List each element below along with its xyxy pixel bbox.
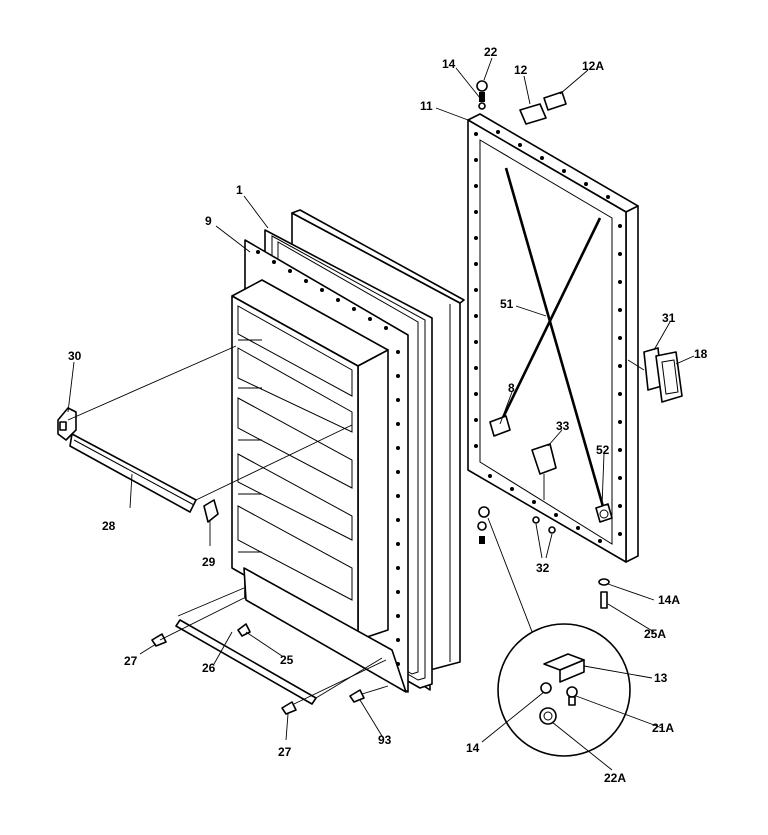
cross-brace-wires xyxy=(494,167,606,511)
callout-22: 22 xyxy=(484,45,498,59)
detail-circle xyxy=(497,623,631,757)
hinge-33 xyxy=(531,443,557,500)
callout-30: 30 xyxy=(68,349,82,363)
washer-14A xyxy=(598,578,610,586)
callout-52: 52 xyxy=(596,443,610,457)
screw-27-upper xyxy=(151,633,167,647)
callout-14-top: 14 xyxy=(442,57,456,71)
hinge-plate-12A xyxy=(543,91,567,111)
callout-25: 25 xyxy=(280,653,294,667)
callout-14-detail: 14 xyxy=(466,741,480,755)
callout-21A: 21A xyxy=(652,721,674,735)
hinge-plate-12 xyxy=(519,103,547,125)
screw-93 xyxy=(349,689,365,703)
door-shelf-module xyxy=(231,279,389,641)
callout-18: 18 xyxy=(694,347,708,361)
bracket-8 xyxy=(489,415,511,437)
callout-26: 26 xyxy=(202,661,216,675)
bracket-52 xyxy=(595,503,613,523)
hinge-pin-22A xyxy=(539,707,557,725)
callout-14A: 14A xyxy=(658,593,680,607)
callout-9: 9 xyxy=(205,214,212,228)
lower-trim-bar xyxy=(175,619,317,705)
callout-12A: 12A xyxy=(582,59,604,73)
callout-labels: 1 9 30 28 29 27 26 25 27 93 14 22 12 12A… xyxy=(68,45,708,785)
screw-21A xyxy=(566,686,578,706)
callout-33: 33 xyxy=(556,419,570,433)
handle-18 xyxy=(655,351,683,403)
callout-27-lower: 27 xyxy=(278,745,292,759)
callout-29: 29 xyxy=(202,555,216,569)
outer-door-11 xyxy=(467,113,639,563)
callout-12: 12 xyxy=(514,63,528,77)
callout-93: 93 xyxy=(378,733,392,747)
callout-28: 28 xyxy=(102,519,116,533)
screw-25A xyxy=(600,591,608,609)
washer-14 xyxy=(478,102,486,110)
callout-27-upper: 27 xyxy=(124,654,138,668)
screw-25 xyxy=(237,623,251,637)
lower-hinge-parts xyxy=(477,506,490,544)
callout-32: 32 xyxy=(536,561,550,575)
hinge-pin-22 xyxy=(476,80,488,102)
hinge-bracket-13 xyxy=(543,653,585,683)
screws-32 xyxy=(532,516,556,559)
lower-door-panel xyxy=(243,567,407,693)
callout-22A: 22A xyxy=(604,771,626,785)
callout-25A: 25A xyxy=(644,627,666,641)
callout-1: 1 xyxy=(236,183,243,197)
callout-51: 51 xyxy=(500,297,514,311)
callout-8: 8 xyxy=(508,381,515,395)
callout-leaders xyxy=(67,57,695,771)
callout-13: 13 xyxy=(654,671,668,685)
callout-31: 31 xyxy=(662,311,676,325)
screw-27-lower xyxy=(281,701,297,715)
shelf-bracket-left xyxy=(57,407,77,441)
door-11-screw-holes xyxy=(474,130,622,543)
door-shelf-bar xyxy=(69,433,197,513)
callout-11: 11 xyxy=(420,99,433,113)
washer-14-detail xyxy=(540,682,552,694)
shelf-bracket-right xyxy=(203,499,219,523)
